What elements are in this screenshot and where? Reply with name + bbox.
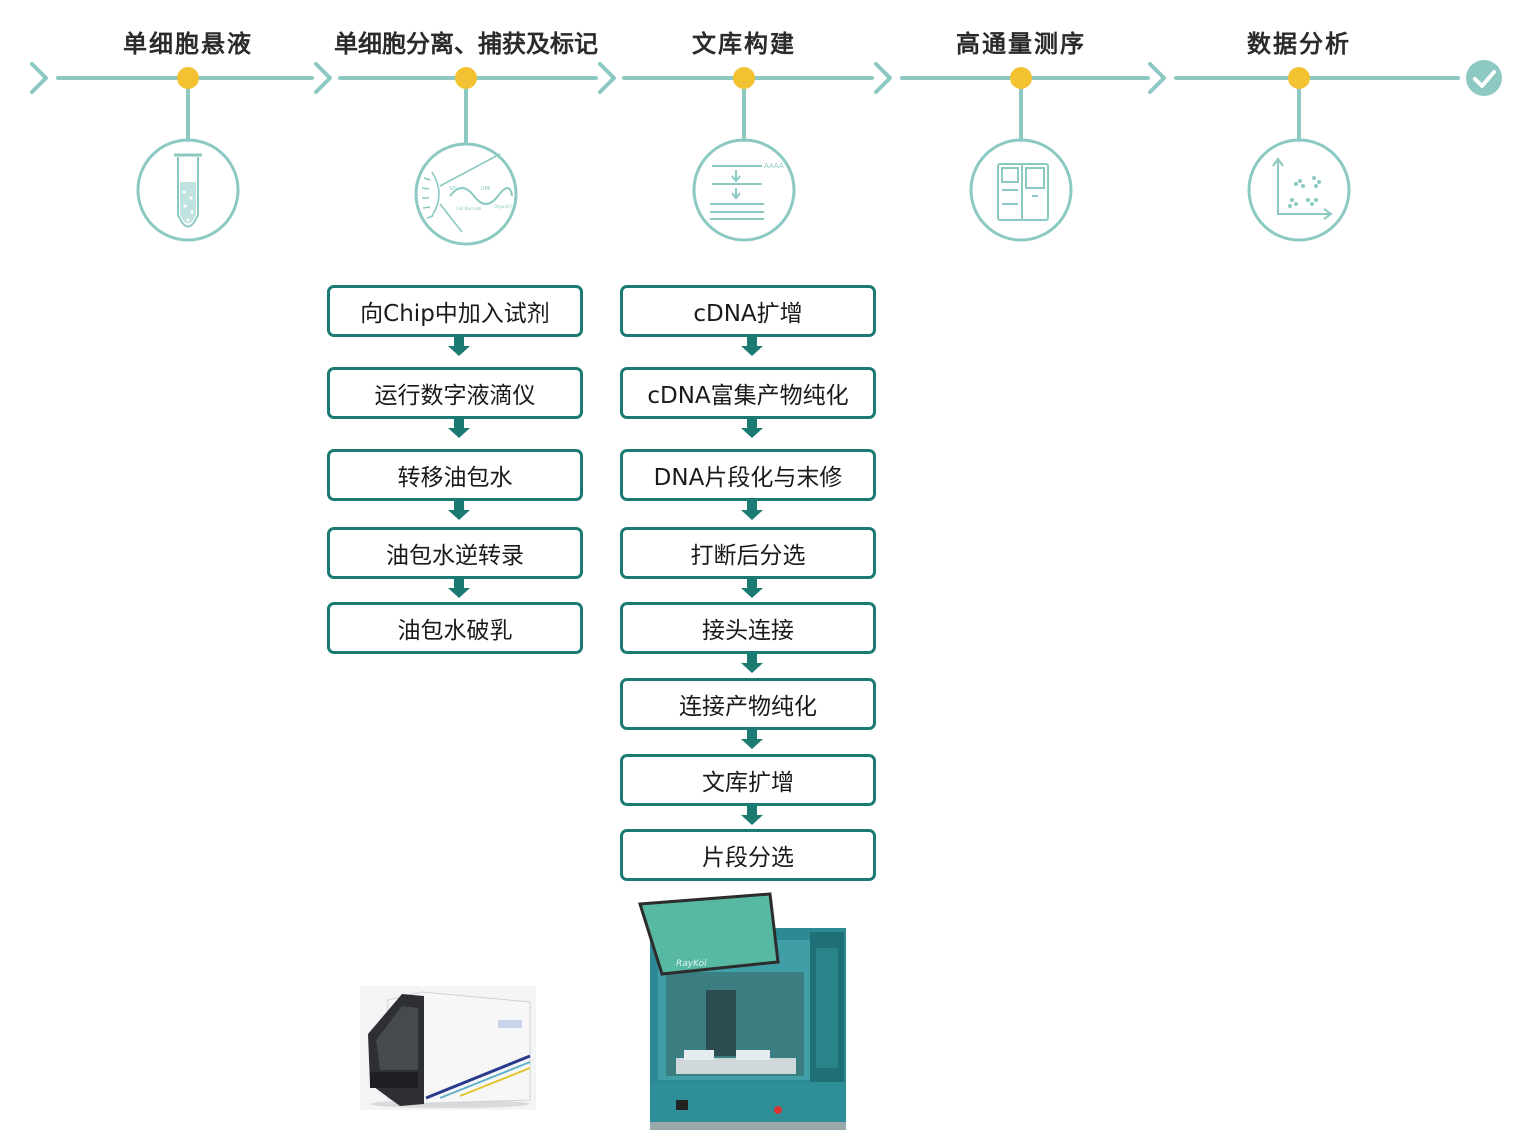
step-box: 连接产物纯化 <box>620 678 876 730</box>
step-box: cDNA富集产物纯化 <box>620 367 876 419</box>
timeline-dot <box>733 67 755 89</box>
stage-label: 高通量测序 <box>956 30 1086 58</box>
timeline-dot <box>455 67 477 89</box>
stage-label: 文库构建 <box>692 30 796 58</box>
stage-label: 数据分析 <box>1247 30 1351 58</box>
sequencer-icon <box>997 163 1049 221</box>
chevron-right-icon <box>874 62 892 94</box>
chevron-right-icon <box>1148 62 1166 94</box>
svg-text:Oligo(dT): Oligo(dT) <box>494 204 513 209</box>
chevron-right-icon <box>30 62 48 94</box>
step-box: DNA片段化与末修 <box>620 449 876 501</box>
scatter-plot-icon <box>1272 157 1333 220</box>
svg-text:Cell Barcode: Cell Barcode <box>456 206 482 211</box>
step-box: 运行数字液滴仪 <box>327 367 583 419</box>
step-box: 片段分选 <box>620 829 876 881</box>
step-box: 接头连接 <box>620 602 876 654</box>
step-box: 打断后分选 <box>620 527 876 579</box>
chevron-right-icon <box>598 62 616 94</box>
step-box: cDNA扩增 <box>620 285 876 337</box>
stage-label: 单细胞悬液 <box>123 30 253 58</box>
stage-label: 单细胞分离、捕获及标记 <box>334 30 598 58</box>
step-box: 向Chip中加入试剂 <box>327 285 583 337</box>
step-box: 油包水破乳 <box>327 602 583 654</box>
svg-text:AAAA: AAAA <box>764 162 784 170</box>
stage-circle <box>692 138 796 242</box>
timeline-dot <box>1010 67 1032 89</box>
stage-circle <box>969 138 1073 242</box>
timeline-dot <box>177 67 199 89</box>
svg-text:SPI: SPI <box>449 186 457 192</box>
svg-text:UMI: UMI <box>481 186 490 192</box>
timeline-dot <box>1288 67 1310 89</box>
stage-circle <box>136 138 240 242</box>
step-box: 油包水逆转录 <box>327 527 583 579</box>
check-circle-icon <box>1466 60 1502 96</box>
cell-barcode-icon: SPI UMI Cell Barcode Oligo(dT) <box>421 153 513 233</box>
chevron-right-icon <box>314 62 332 94</box>
library-icon: AAAA <box>710 162 784 220</box>
step-box: 转移油包水 <box>327 449 583 501</box>
library-prep-workstation-image: RayKol <box>636 892 856 1140</box>
droplet-instrument-image <box>360 986 536 1110</box>
svg-text:RayKol: RayKol <box>676 959 707 969</box>
tube-icon <box>174 153 202 228</box>
step-box: 文库扩增 <box>620 754 876 806</box>
stage-circle <box>1247 138 1351 242</box>
stage-circle <box>414 142 518 246</box>
timeline: SPI UMI Cell Barcode Oligo(dT) AAAA <box>30 60 1502 246</box>
